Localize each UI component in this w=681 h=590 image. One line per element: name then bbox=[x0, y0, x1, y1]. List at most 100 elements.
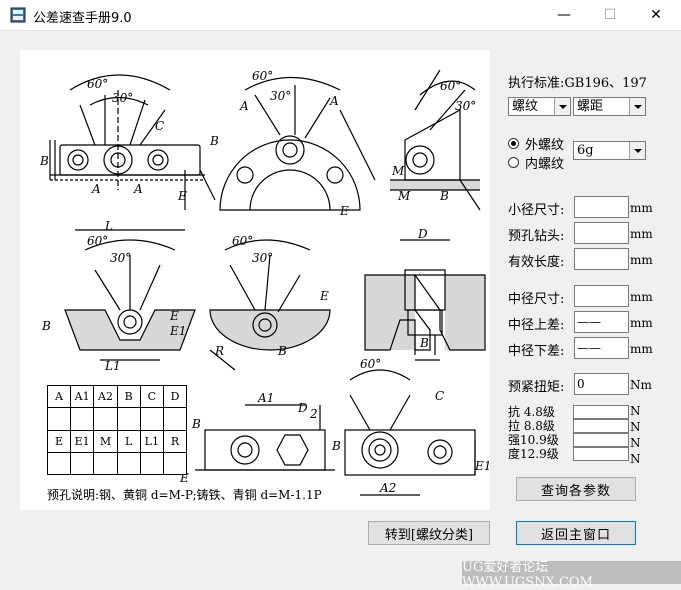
chevron-down-icon[interactable] bbox=[629, 98, 645, 115]
figure-1 bbox=[49, 74, 205, 210]
unit-label: N bbox=[630, 452, 641, 466]
tensile-label: 强10.9级 bbox=[508, 433, 559, 447]
watermark: UG爱好者论坛 WWW.UGSNX.COM bbox=[462, 560, 681, 590]
dim-label: E1 bbox=[169, 324, 186, 338]
lower-deviation-label: 中径下差: bbox=[508, 344, 565, 359]
table-cell bbox=[162, 451, 188, 476]
maximize-button[interactable]: ☐ bbox=[603, 7, 617, 23]
dim-label: B bbox=[419, 336, 429, 350]
dim-label: L bbox=[104, 219, 113, 233]
pitch-diameter-label: 中径尺寸: bbox=[508, 292, 565, 307]
dim-label: L1 bbox=[104, 359, 121, 373]
torque-field[interactable]: 0 bbox=[574, 373, 629, 395]
table-cell: D bbox=[162, 384, 188, 409]
dim-label: E bbox=[319, 289, 329, 303]
angle-label: 30° bbox=[112, 91, 133, 105]
external-thread-radio[interactable]: 外螺纹 bbox=[508, 134, 564, 153]
lower-deviation-field[interactable]: —— bbox=[574, 337, 629, 359]
pitch-value: 螺距 bbox=[577, 99, 604, 114]
tensile-label: 抗 4.8级 bbox=[508, 405, 555, 419]
table-cell bbox=[93, 407, 118, 431]
angle-label: 60° bbox=[440, 79, 461, 93]
dim-label: R bbox=[214, 344, 224, 358]
unit-label: N bbox=[630, 404, 641, 418]
radio-label: 内螺纹 bbox=[525, 157, 565, 172]
tolerance-grade-select[interactable]: 6g bbox=[573, 141, 646, 160]
unit-label: mm bbox=[630, 201, 653, 215]
tolerance-grade-value: 6g bbox=[577, 143, 594, 158]
close-button[interactable]: ✕ bbox=[650, 7, 662, 23]
table-cell: M bbox=[93, 429, 118, 453]
figure-4 bbox=[64, 229, 196, 361]
minimize-button[interactable]: — bbox=[557, 7, 571, 23]
dim-label: B bbox=[209, 134, 219, 148]
dim-label: C bbox=[155, 119, 164, 133]
dim-label: A1 bbox=[257, 391, 274, 405]
dim-label: B bbox=[439, 189, 449, 203]
angle-label: 30° bbox=[270, 89, 291, 103]
angle-label: 30° bbox=[455, 99, 476, 113]
drill-size-label: 预孔钻头: bbox=[508, 229, 565, 244]
table-cell: L bbox=[116, 429, 141, 453]
dim-label: 2 bbox=[309, 407, 318, 421]
dim-label: A bbox=[329, 94, 339, 108]
dim-label: B bbox=[191, 417, 201, 431]
pitch-diameter-field[interactable] bbox=[574, 285, 629, 307]
tensile-label: 度12.9级 bbox=[508, 447, 559, 461]
radio-dot[interactable] bbox=[508, 157, 519, 168]
radio-dot[interactable] bbox=[508, 138, 519, 149]
tensile-field[interactable] bbox=[573, 433, 629, 447]
figure-7 bbox=[195, 404, 335, 471]
dim-label: B bbox=[41, 319, 51, 333]
dim-label: B bbox=[277, 344, 287, 358]
table-cell bbox=[116, 451, 141, 476]
internal-thread-radio[interactable]: 内螺纹 bbox=[508, 153, 564, 172]
radio-label: 外螺纹 bbox=[525, 138, 565, 153]
dim-label: M bbox=[397, 189, 411, 203]
drill-note: 预孔说明:钢、黄铜 d=M-P;铸铁、青铜 d=M-1.1P bbox=[47, 488, 322, 502]
dim-label: D bbox=[297, 401, 308, 415]
tensile-field[interactable] bbox=[573, 447, 629, 461]
unit-label: mm bbox=[630, 316, 653, 330]
unit-label: mm bbox=[630, 227, 653, 241]
table-cell: E1 bbox=[69, 429, 95, 453]
table-cell: E bbox=[47, 429, 71, 453]
figure-5 bbox=[209, 239, 331, 371]
angle-label: 60° bbox=[232, 234, 253, 248]
fixture-drawings: 60° 30° C B A A E 60° 30° A A B E 60° 30… bbox=[39, 69, 491, 496]
title-bar[interactable]: 公差速查手册9.0 — ☐ ✕ bbox=[0, 0, 681, 31]
unit-label: N bbox=[630, 436, 641, 450]
angle-label: 60° bbox=[360, 357, 381, 371]
table-cell: B bbox=[116, 384, 141, 409]
dim-label: A2 bbox=[379, 481, 396, 495]
chevron-down-icon[interactable] bbox=[629, 142, 645, 159]
back-to-main-button[interactable]: 返回主窗口 bbox=[516, 521, 636, 545]
angle-label: 60° bbox=[87, 77, 108, 91]
table-cell: A1 bbox=[69, 384, 95, 409]
window-title: 公差速查手册9.0 bbox=[33, 11, 132, 26]
unit-label: mm bbox=[630, 290, 653, 304]
dim-label: E bbox=[177, 189, 187, 203]
tensile-label: 拉 8.8级 bbox=[508, 419, 555, 433]
thread-type-select[interactable]: 螺纹 bbox=[508, 97, 571, 116]
table-cell: L1 bbox=[139, 429, 164, 453]
pitch-select[interactable]: 螺距 bbox=[573, 97, 646, 116]
upper-deviation-field[interactable]: —— bbox=[574, 311, 629, 333]
minor-diameter-field[interactable] bbox=[574, 196, 629, 218]
table-cell bbox=[47, 407, 71, 431]
dim-label: B bbox=[39, 154, 49, 168]
query-button[interactable]: 查询各参数 bbox=[516, 477, 636, 501]
effective-length-field[interactable] bbox=[574, 248, 629, 270]
figure-8 bbox=[344, 369, 476, 496]
upper-deviation-label: 中径上差: bbox=[508, 318, 565, 333]
table-cell bbox=[139, 407, 164, 431]
table-cell bbox=[93, 451, 118, 476]
effective-length-label: 有效长度: bbox=[508, 255, 565, 270]
chevron-down-icon[interactable] bbox=[554, 98, 570, 115]
table-cell bbox=[116, 407, 141, 431]
drill-size-field[interactable] bbox=[574, 222, 629, 244]
tensile-field[interactable] bbox=[573, 419, 629, 433]
tensile-field[interactable] bbox=[573, 405, 629, 419]
minor-diameter-label: 小径尺寸: bbox=[508, 203, 565, 218]
goto-thread-class-button[interactable]: 转到[螺纹分类] bbox=[368, 521, 490, 545]
